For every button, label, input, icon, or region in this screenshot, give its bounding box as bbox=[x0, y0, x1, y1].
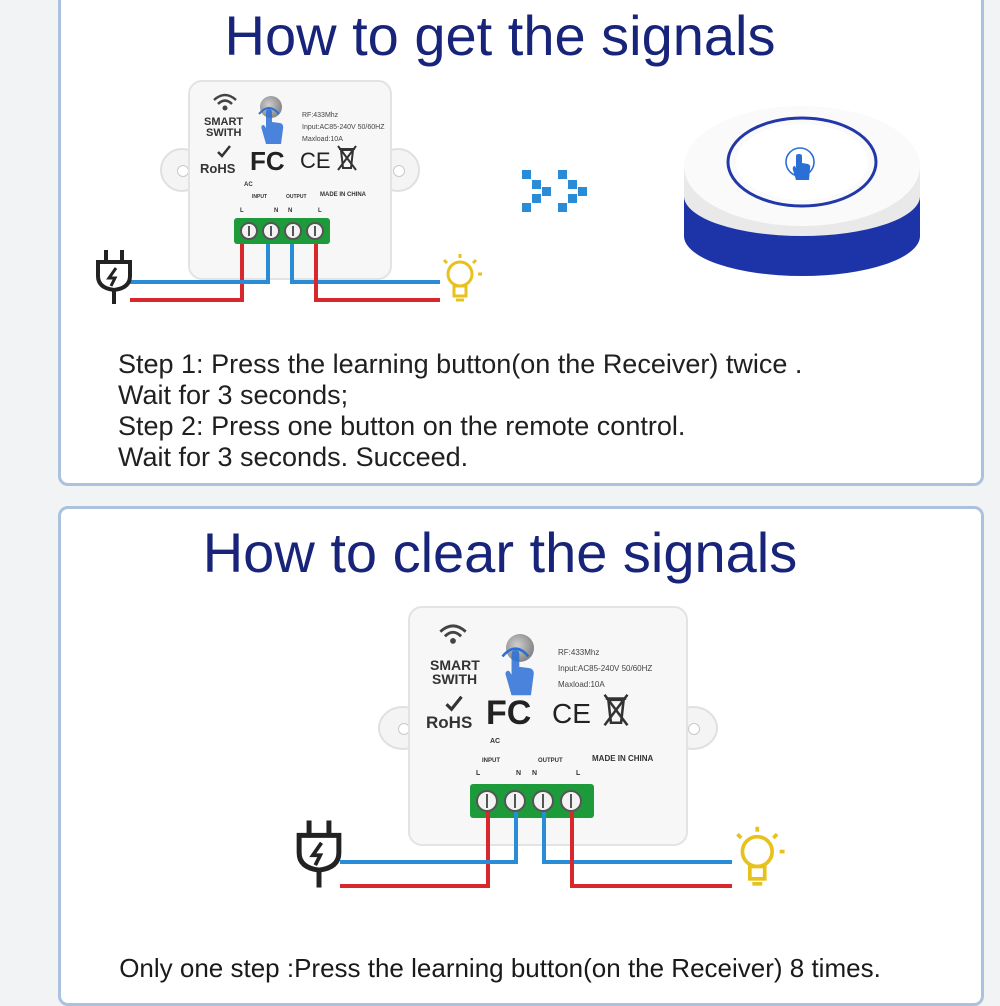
check-icon bbox=[217, 145, 231, 158]
receiver-device: SMART SWITH RF:433Mhz Input:AC85-240V 50… bbox=[160, 80, 420, 290]
wire-red-output bbox=[570, 884, 732, 888]
term-label-l2: L bbox=[318, 208, 322, 214]
ac-label: AC bbox=[244, 182, 253, 188]
spec-rf: RF:433Mhz bbox=[558, 648, 600, 657]
ac-label: AC bbox=[490, 738, 501, 745]
power-plug-icon bbox=[296, 820, 342, 888]
step2-text: Step 2: Press one button on the remote c… bbox=[118, 411, 686, 441]
pointing-hand-icon bbox=[501, 647, 534, 696]
rohs-mark: RoHS bbox=[426, 713, 473, 732]
fc-mark: FC bbox=[250, 146, 285, 176]
wire-blue-input-n bbox=[266, 244, 270, 284]
term-label-n: N bbox=[516, 770, 522, 777]
term-label-l2: L bbox=[576, 770, 581, 777]
pointing-hand-icon bbox=[258, 107, 284, 144]
terminal-screw bbox=[262, 222, 280, 240]
chevrons-right-icon bbox=[522, 170, 587, 212]
wire-red-output bbox=[314, 298, 440, 302]
brand-line1: SMART bbox=[430, 657, 480, 673]
wifi-icon bbox=[213, 93, 237, 111]
ce-mark: CE bbox=[552, 698, 591, 729]
wire-blue-input bbox=[130, 280, 270, 284]
wire-red-input-l bbox=[486, 812, 490, 888]
input-label: INPUT bbox=[252, 194, 267, 200]
made-in-china: MADE IN CHINA bbox=[592, 754, 654, 763]
wifi-icon bbox=[439, 624, 467, 644]
term-label-n2: N bbox=[288, 208, 293, 214]
spec-maxload: Maxload:10A bbox=[302, 136, 343, 143]
term-label-n2: N bbox=[532, 770, 538, 777]
output-label: OUTPUT bbox=[286, 194, 307, 200]
spec-input: Input:AC85-240V 50/60HZ bbox=[558, 664, 653, 673]
clear-instruction-text: Only one step :Press the learning button… bbox=[119, 953, 881, 983]
term-label-n: N bbox=[274, 208, 279, 214]
wire-red-input-l bbox=[240, 244, 244, 302]
brand-line1: SMART bbox=[204, 116, 244, 128]
wire-blue-output-n bbox=[542, 812, 546, 864]
get-signals-title: How to get the signals bbox=[224, 4, 776, 67]
wire-red-output-l bbox=[314, 244, 318, 302]
terminal-screw bbox=[306, 222, 324, 240]
made-in-china: MADE IN CHINA bbox=[320, 192, 366, 198]
wire-red-input bbox=[130, 298, 244, 302]
clear-signals-title: How to clear the signals bbox=[202, 521, 798, 584]
terminal-screw bbox=[560, 790, 582, 812]
output-label: OUTPUT bbox=[538, 758, 563, 764]
wire-blue-input-n bbox=[514, 812, 518, 864]
round-remote-button[interactable] bbox=[676, 96, 928, 286]
terminal-screw bbox=[240, 222, 258, 240]
light-bulb-icon bbox=[442, 254, 482, 302]
terminal-screw bbox=[284, 222, 302, 240]
step1-wait-text: Wait for 3 seconds; bbox=[118, 380, 349, 410]
input-label: INPUT bbox=[482, 758, 500, 764]
wire-blue-input bbox=[340, 860, 518, 864]
brand-line2: SWITH bbox=[206, 127, 242, 139]
term-label-l: L bbox=[476, 770, 481, 777]
step2-wait-text: Wait for 3 seconds. Succeed. bbox=[118, 442, 469, 472]
wire-blue-output bbox=[542, 860, 732, 864]
weee-bin-icon bbox=[337, 145, 357, 171]
ce-mark: CE bbox=[300, 148, 331, 173]
rohs-mark: RoHS bbox=[200, 161, 236, 176]
terminal-screw bbox=[476, 790, 498, 812]
fc-mark: FC bbox=[486, 694, 532, 732]
wire-red-output-l bbox=[570, 812, 574, 888]
term-label-l: L bbox=[240, 208, 244, 214]
spec-input: Input:AC85-240V 50/60HZ bbox=[302, 124, 385, 131]
receiver-device: SMART SWITH RF:433Mhz Input:AC85-240V 50… bbox=[378, 606, 718, 846]
weee-bin-icon bbox=[603, 693, 629, 727]
terminal-screw bbox=[532, 790, 554, 812]
wire-blue-output bbox=[290, 280, 440, 284]
learning-button[interactable] bbox=[506, 634, 534, 662]
spec-maxload: Maxload:10A bbox=[558, 680, 605, 689]
wire-blue-output-n bbox=[290, 244, 294, 284]
brand-line2: SWITH bbox=[432, 671, 478, 687]
light-bulb-icon bbox=[736, 826, 785, 886]
step1-text: Step 1: Press the learning button(on the… bbox=[118, 349, 803, 379]
wire-red-input bbox=[340, 884, 490, 888]
check-icon bbox=[445, 695, 463, 712]
spec-rf: RF:433Mhz bbox=[302, 112, 339, 119]
power-plug-icon bbox=[96, 250, 132, 304]
terminal-screw bbox=[504, 790, 526, 812]
